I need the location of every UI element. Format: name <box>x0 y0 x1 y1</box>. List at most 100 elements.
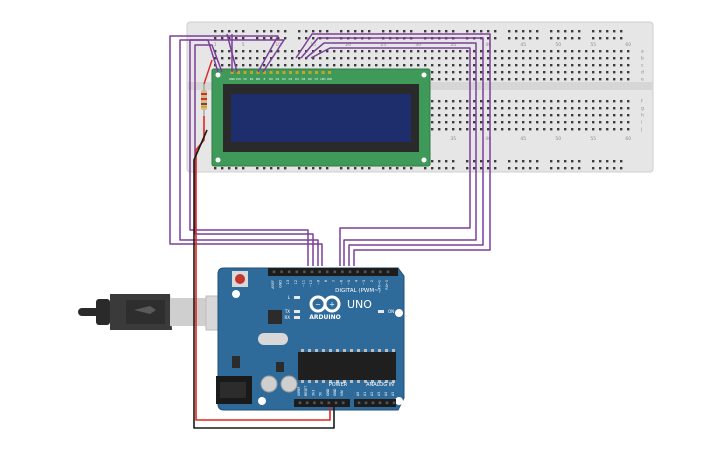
terminal-hole[interactable] <box>515 57 518 60</box>
terminal-hole[interactable] <box>417 57 420 60</box>
terminal-hole[interactable] <box>606 121 609 124</box>
terminal-hole[interactable] <box>340 50 343 53</box>
terminal-hole[interactable] <box>494 57 497 60</box>
terminal-hole[interactable] <box>333 50 336 53</box>
terminal-hole[interactable] <box>522 100 525 103</box>
rail-hole[interactable] <box>263 167 266 170</box>
terminal-hole[interactable] <box>319 64 322 67</box>
rail-hole[interactable] <box>221 30 224 33</box>
terminal-hole[interactable] <box>536 71 539 74</box>
rail-hole[interactable] <box>599 30 602 33</box>
lcd-pin[interactable] <box>269 71 273 74</box>
rail-hole[interactable] <box>592 160 595 163</box>
rail-hole[interactable] <box>473 167 476 170</box>
terminal-hole[interactable] <box>564 114 567 117</box>
terminal-hole[interactable] <box>466 57 469 60</box>
terminal-hole[interactable] <box>501 71 504 74</box>
terminal-hole[interactable] <box>389 57 392 60</box>
terminal-hole[interactable] <box>438 100 441 103</box>
terminal-hole[interactable] <box>368 57 371 60</box>
rail-hole[interactable] <box>592 30 595 33</box>
power-pin[interactable] <box>334 401 338 405</box>
rail-hole[interactable] <box>431 160 434 163</box>
analog-pin[interactable] <box>371 401 375 405</box>
rail-hole[interactable] <box>620 30 623 33</box>
terminal-hole[interactable] <box>627 121 630 124</box>
terminal-hole[interactable] <box>480 100 483 103</box>
terminal-hole[interactable] <box>410 50 413 53</box>
rail-hole[interactable] <box>326 30 329 33</box>
terminal-hole[interactable] <box>291 64 294 67</box>
rail-hole[interactable] <box>403 167 406 170</box>
analog-pin[interactable] <box>385 401 389 405</box>
terminal-hole[interactable] <box>585 71 588 74</box>
terminal-hole[interactable] <box>550 107 553 110</box>
terminal-hole[interactable] <box>529 121 532 124</box>
terminal-hole[interactable] <box>592 78 595 81</box>
lcd-pin[interactable] <box>321 71 325 74</box>
terminal-hole[interactable] <box>501 107 504 110</box>
terminal-hole[interactable] <box>606 114 609 117</box>
terminal-hole[interactable] <box>508 64 511 67</box>
terminal-hole[interactable] <box>312 57 315 60</box>
terminal-hole[interactable] <box>333 64 336 67</box>
terminal-hole[interactable] <box>319 57 322 60</box>
rail-hole[interactable] <box>284 37 287 40</box>
terminal-hole[interactable] <box>228 50 231 53</box>
terminal-hole[interactable] <box>557 71 560 74</box>
terminal-hole[interactable] <box>578 57 581 60</box>
terminal-hole[interactable] <box>550 114 553 117</box>
terminal-hole[interactable] <box>473 64 476 67</box>
terminal-hole[interactable] <box>627 50 630 53</box>
terminal-hole[interactable] <box>536 100 539 103</box>
rail-hole[interactable] <box>305 30 308 33</box>
terminal-hole[interactable] <box>403 64 406 67</box>
terminal-hole[interactable] <box>396 57 399 60</box>
terminal-hole[interactable] <box>522 50 525 53</box>
rail-hole[interactable] <box>613 167 616 170</box>
terminal-hole[interactable] <box>599 128 602 131</box>
rail-hole[interactable] <box>263 37 266 40</box>
lcd-pin[interactable] <box>289 71 292 74</box>
terminal-hole[interactable] <box>284 64 287 67</box>
terminal-hole[interactable] <box>571 114 574 117</box>
terminal-hole[interactable] <box>256 50 259 53</box>
terminal-hole[interactable] <box>543 50 546 53</box>
terminal-hole[interactable] <box>340 64 343 67</box>
rail-hole[interactable] <box>613 30 616 33</box>
rail-hole[interactable] <box>571 37 574 40</box>
rail-hole[interactable] <box>382 167 385 170</box>
terminal-hole[interactable] <box>557 121 560 124</box>
rail-hole[interactable] <box>494 167 497 170</box>
terminal-hole[interactable] <box>578 71 581 74</box>
rail-hole[interactable] <box>620 160 623 163</box>
terminal-hole[interactable] <box>445 78 448 81</box>
rail-hole[interactable] <box>368 30 371 33</box>
terminal-hole[interactable] <box>606 78 609 81</box>
rail-hole[interactable] <box>312 30 315 33</box>
terminal-hole[interactable] <box>627 57 630 60</box>
terminal-hole[interactable] <box>557 107 560 110</box>
rail-hole[interactable] <box>361 167 364 170</box>
terminal-hole[interactable] <box>438 50 441 53</box>
terminal-hole[interactable] <box>242 50 245 53</box>
terminal-hole[interactable] <box>431 100 434 103</box>
rail-hole[interactable] <box>452 30 455 33</box>
terminal-hole[interactable] <box>256 64 259 67</box>
terminal-hole[interactable] <box>473 100 476 103</box>
terminal-hole[interactable] <box>389 50 392 53</box>
terminal-hole[interactable] <box>599 50 602 53</box>
terminal-hole[interactable] <box>557 78 560 81</box>
rail-hole[interactable] <box>340 167 343 170</box>
terminal-hole[interactable] <box>396 64 399 67</box>
terminal-hole[interactable] <box>249 50 252 53</box>
rail-hole[interactable] <box>515 167 518 170</box>
terminal-hole[interactable] <box>326 50 329 53</box>
terminal-hole[interactable] <box>536 128 539 131</box>
terminal-hole[interactable] <box>452 121 455 124</box>
terminal-hole[interactable] <box>529 114 532 117</box>
terminal-hole[interactable] <box>459 114 462 117</box>
rail-hole[interactable] <box>536 160 539 163</box>
lcd-pin[interactable] <box>302 71 305 74</box>
terminal-hole[interactable] <box>438 128 441 131</box>
